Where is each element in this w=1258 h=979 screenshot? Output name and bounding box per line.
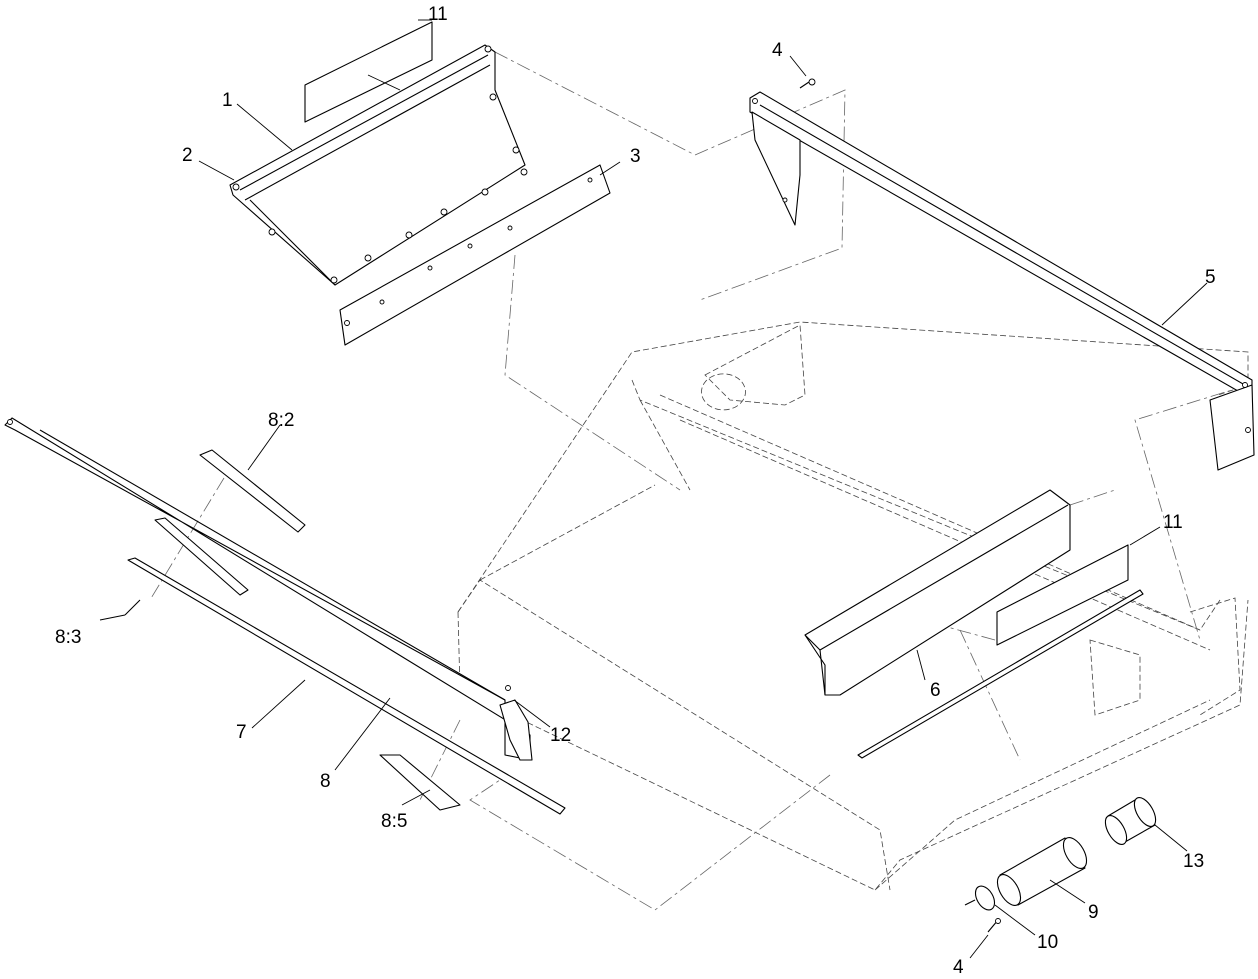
callout-13: 13 (1183, 851, 1204, 872)
center-strip (857, 589, 1144, 759)
decal-upper-shape (304, 21, 433, 123)
callout-8-5: 8:5 (381, 811, 407, 832)
cylinder-9 (996, 837, 1088, 906)
plate-8-2 (199, 449, 306, 533)
callout-6: 6 (930, 680, 941, 701)
callout-7: 7 (236, 722, 247, 743)
clip-12 (499, 685, 533, 761)
callout-2: 2 (182, 145, 193, 166)
callout-11-lower: 11 (1163, 512, 1183, 533)
bolt-bottom (987, 918, 1001, 933)
callout-8: 8 (320, 771, 331, 792)
long-strip-7 (127, 557, 566, 815)
callout-9: 9 (1088, 902, 1099, 923)
callout-5: 5 (1205, 267, 1216, 288)
callout-11-upper: 11 (428, 4, 448, 25)
callout-8-2: 8:2 (268, 410, 294, 431)
top-rail (749, 91, 1255, 471)
callout-3: 3 (630, 146, 641, 167)
callout-1: 1 (222, 90, 233, 111)
callout-labels: 1 2 11 3 4 5 11 6 8:2 8:3 7 8 8:5 12 9 1… (55, 4, 1216, 978)
callout-8-3: 8:3 (55, 627, 81, 648)
plate-8-5 (379, 754, 461, 811)
decal-lower (996, 544, 1129, 646)
sleeve-13 (1104, 797, 1157, 845)
side-panel (4, 417, 531, 761)
callout-12: 12 (550, 725, 571, 746)
washer-10 (964, 885, 996, 911)
callout-10: 10 (1037, 932, 1058, 953)
center-channel (804, 489, 1071, 696)
pin-8-3 (124, 599, 141, 616)
upper-left-bracket-assembly (229, 44, 528, 286)
chassis-frame (457, 321, 1249, 891)
window-plate (154, 517, 249, 596)
mounting-strip (339, 164, 611, 346)
callout-4-top: 4 (772, 40, 783, 61)
leader-lines (99, 19, 1208, 959)
callout-4-bottom: 4 (953, 957, 964, 978)
bolt-top (799, 78, 816, 89)
